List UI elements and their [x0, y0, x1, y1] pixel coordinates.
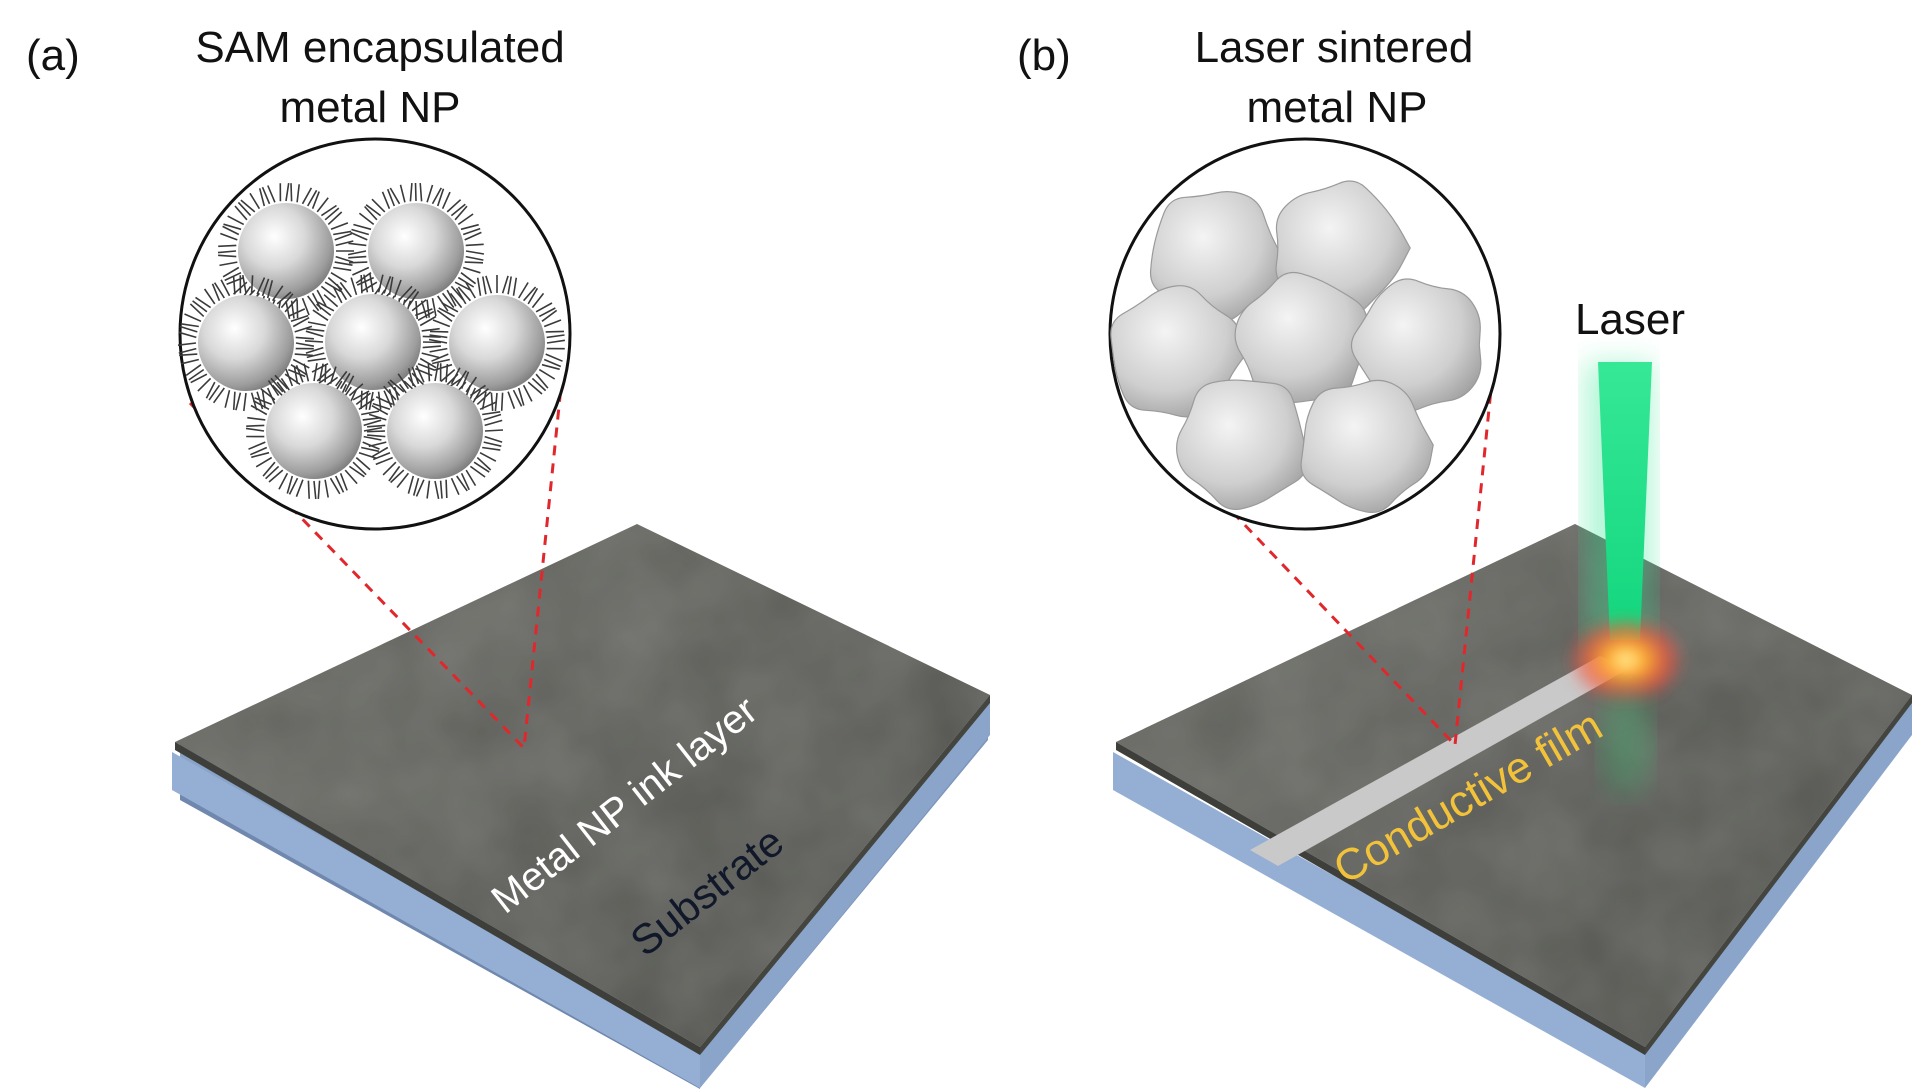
panel-a-sam-nanoparticles [177, 182, 566, 500]
panel-b: (b) Laser sintered metal NP Laser [1017, 23, 1912, 1088]
panel-a-substrate-side [700, 695, 990, 1088]
panel-a-title-line1: SAM encapsulated [195, 23, 564, 72]
panel-b-substrate-side [1645, 695, 1912, 1088]
panel-b-substrate-front [1113, 752, 1645, 1088]
panel-b-label: (b) [1017, 31, 1071, 80]
panel-b-ink-layer [1116, 524, 1912, 1055]
panel-a-substrate-front [172, 752, 700, 1088]
panel-b-title-line1: Laser sintered [1195, 23, 1474, 72]
sintered-nanoparticle [1350, 278, 1482, 412]
sam-nanoparticle [245, 362, 383, 500]
panel-b-laser-label: Laser [1575, 295, 1685, 344]
panel-b-sintered-nanoparticles [1110, 180, 1482, 513]
sintered-nanoparticle [1176, 379, 1308, 511]
panel-b-conductive-film [1250, 656, 1630, 866]
sintered-nanoparticle [1300, 379, 1434, 513]
panel-a-title-line2: metal NP [280, 83, 461, 132]
panel-a-label: (a) [26, 31, 80, 80]
panel-b-laser-beam [1566, 362, 1686, 795]
sam-nanoparticle [304, 273, 442, 411]
sam-nanoparticle [217, 182, 354, 320]
panel-b-title-line2: metal NP [1247, 83, 1428, 132]
panel-a: (a) SAM encapsulated metal NP Metal NP i… [26, 23, 990, 1089]
sam-nanoparticle [428, 275, 566, 412]
panel-a-ink-layer [175, 524, 990, 1055]
panel-b-zoom-line-right [1453, 339, 1498, 746]
sam-nanoparticle [366, 362, 504, 500]
panel-a-zoom-line-right [522, 337, 568, 749]
